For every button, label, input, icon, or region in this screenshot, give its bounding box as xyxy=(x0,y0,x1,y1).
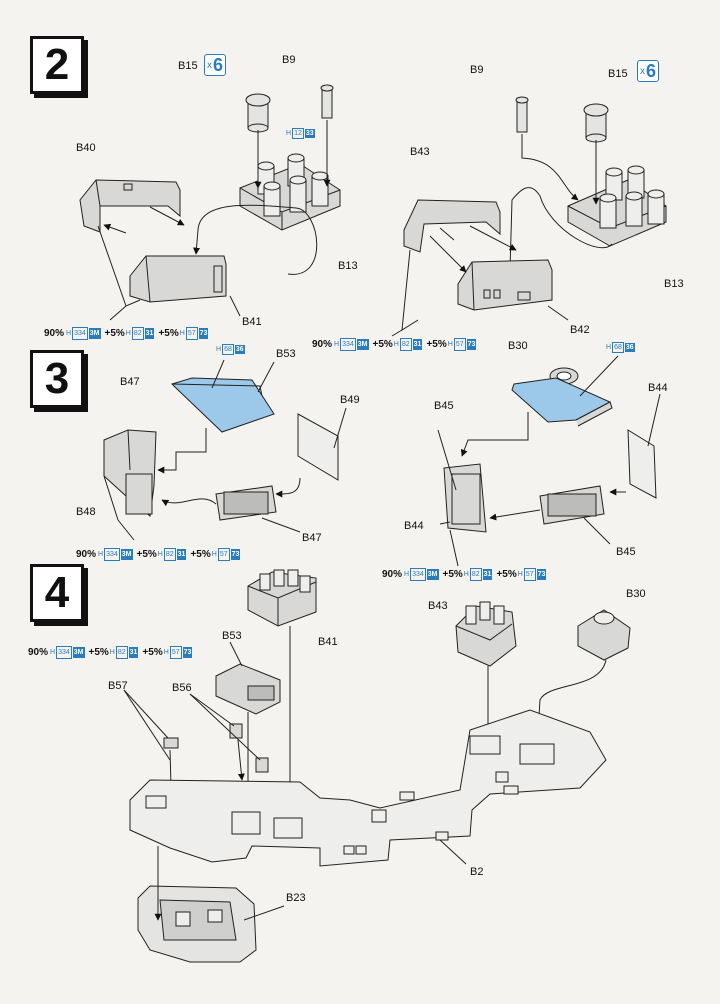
part-label: B9 xyxy=(282,54,296,66)
part-label: B47 xyxy=(120,376,140,388)
part-label: B49 xyxy=(340,394,360,406)
part-label: B15 xyxy=(608,68,628,80)
b15-part-right xyxy=(583,103,609,143)
b47-housing-left xyxy=(103,429,157,517)
quantity-value: 6 xyxy=(213,54,224,75)
b53-panel-right xyxy=(511,377,613,427)
b2-deck xyxy=(129,709,607,867)
part-label: B42 xyxy=(570,324,590,336)
step-number-2: 2 xyxy=(30,36,84,94)
part-label: B9 xyxy=(470,64,484,76)
part-label: B30 xyxy=(626,588,646,600)
b40-part xyxy=(79,179,181,233)
part-label: B41 xyxy=(318,636,338,648)
paint-callout: H 68 36 xyxy=(606,342,635,353)
part-label: B13 xyxy=(338,260,358,272)
part-label: B47 xyxy=(302,532,322,544)
step-number-3: 3 xyxy=(30,350,84,408)
b30-assembly xyxy=(577,609,631,661)
part-label: B30 xyxy=(508,340,528,352)
b43-part xyxy=(403,199,501,253)
part-label: B44 xyxy=(648,382,668,394)
part-label: B15 xyxy=(178,60,198,72)
part-label: B53 xyxy=(276,348,296,360)
part-label: B48 xyxy=(76,506,96,518)
quantity-prefix: x xyxy=(640,65,645,77)
part-label: B53 xyxy=(222,630,242,642)
part-label: B43 xyxy=(428,600,448,612)
quantity-badge-left: x 6 xyxy=(204,54,227,76)
b23-hull xyxy=(137,885,257,963)
part-label: B45 xyxy=(616,546,636,558)
b9-part-right xyxy=(515,96,529,133)
part-label: B13 xyxy=(664,278,684,290)
b56-parts xyxy=(229,723,269,773)
b47-grille-left xyxy=(215,485,277,521)
b53-part xyxy=(215,663,281,715)
paint-callout: H 68 36 xyxy=(216,344,245,355)
paint-callout: H 12 33 xyxy=(286,128,315,139)
part-label: B41 xyxy=(242,316,262,328)
b49-plate xyxy=(297,413,339,481)
b45-housing xyxy=(443,463,487,533)
b13-tubes-right xyxy=(599,165,665,229)
b44-plate xyxy=(627,429,657,499)
quantity-value: 6 xyxy=(646,60,657,81)
part-label: B44 xyxy=(404,520,424,532)
quantity-badge-right: x 6 xyxy=(637,60,660,82)
part-label: B45 xyxy=(434,400,454,412)
part-label: B57 xyxy=(108,680,128,692)
b41-part xyxy=(129,255,227,303)
part-label: B2 xyxy=(470,866,484,878)
b15-part-left xyxy=(245,93,271,133)
part-label: B56 xyxy=(172,682,192,694)
part-label: B40 xyxy=(76,142,96,154)
b53-panel-left xyxy=(171,377,275,433)
part-label: B43 xyxy=(410,146,430,158)
b42-part xyxy=(457,259,553,311)
part-label: B23 xyxy=(286,892,306,904)
b45-grille xyxy=(539,485,605,525)
step-number-4: 4 xyxy=(30,564,84,622)
b9-part-left xyxy=(320,84,334,119)
quantity-prefix: x xyxy=(207,59,212,71)
